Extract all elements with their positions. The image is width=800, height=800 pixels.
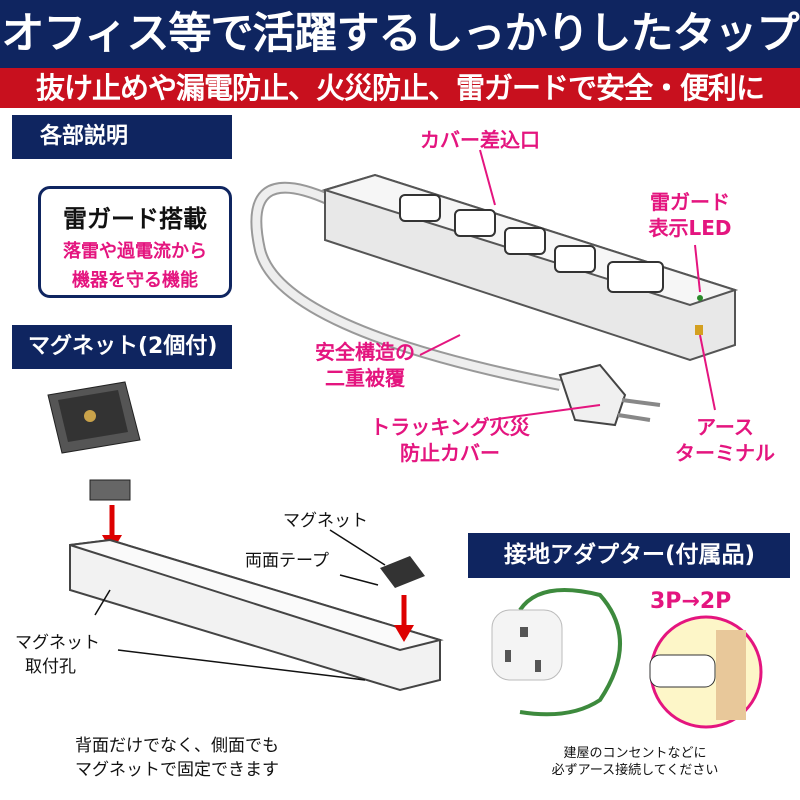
callout-tracking-2: 防止カバー <box>400 441 500 465</box>
callout-earth-1: アース <box>696 415 754 439</box>
callout-led-1: 雷ガード <box>650 190 730 214</box>
label-tape: 両面テープ <box>245 551 329 571</box>
callout-cover-outlet: カバー差込口 <box>420 128 540 152</box>
section-adapter: 接地アダプター(付属品) <box>468 533 790 578</box>
adapter-image <box>491 588 763 729</box>
callout-cable-2: 二重被覆 <box>325 366 405 390</box>
adapter-note-2: 必ずアース接続してください <box>551 763 719 778</box>
feature-desc-2: 機器を守る機能 <box>72 270 198 291</box>
conversion-label: 3P→2P <box>650 589 732 614</box>
feature-title: 雷ガード搭載 <box>63 205 207 233</box>
callout-led-2: 表示LED <box>648 216 732 240</box>
label-hole-1: マグネット <box>15 633 100 653</box>
feature-box: 雷ガード搭載 落雷や過電流から 機器を守る機能 <box>38 186 232 298</box>
subtitle: 抜け止めや漏電防止、火災防止、雷ガードで安全・便利に <box>0 68 800 108</box>
note-2: マグネットで固定できます <box>75 760 279 780</box>
label-magnet: マグネット <box>283 511 368 531</box>
feature-desc-1: 落雷や過電流から <box>63 241 207 262</box>
note-1: 背面だけでなく、側面でも <box>75 736 279 756</box>
callout-cable-1: 安全構造の <box>315 340 415 364</box>
magnet-image <box>47 381 141 454</box>
label-hole-2: 取付孔 <box>25 657 76 677</box>
callout-tracking-1: トラッキング火災 <box>370 415 530 439</box>
section-magnet: マグネット(2個付) <box>12 325 232 369</box>
magnet-mounting-diagram <box>69 479 444 692</box>
main-title: オフィス等で活躍するしっかりしたタップ <box>0 0 800 68</box>
adapter-note-1: 建屋のコンセントなどに <box>563 746 707 761</box>
section-parts: 各部説明 <box>12 115 232 159</box>
power-strip-image <box>250 173 739 427</box>
callout-earth-2: ターミナル <box>675 441 775 465</box>
